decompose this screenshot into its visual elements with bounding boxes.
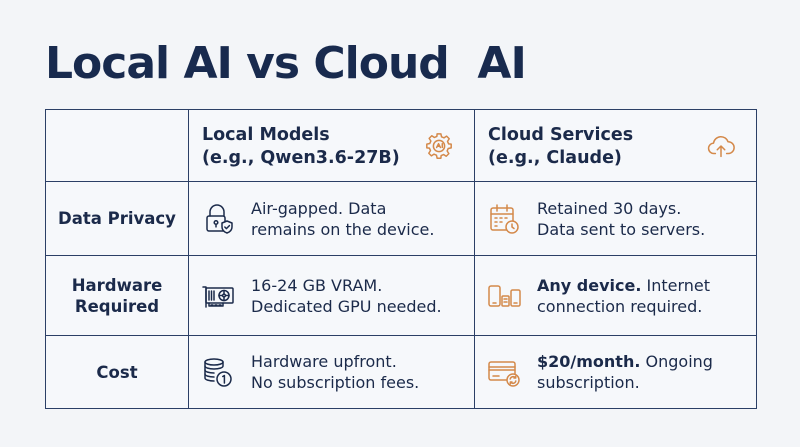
lock-shield-icon <box>206 203 233 234</box>
cloud-header-example: (e.g., Claude) <box>488 148 622 168</box>
local-column-header: Local Models (e.g., Qwen3.6-27B) <box>188 109 475 182</box>
cloud-privacy-line2: Data sent to servers. <box>537 219 706 239</box>
row-label-hardware: Hardware Required <box>45 255 189 336</box>
cloud-upload-icon <box>707 135 735 158</box>
credit-card-sync-icon <box>488 361 520 387</box>
table-header-row: Local Models (e.g., Qwen3.6-27B) Cloud S… <box>45 109 757 182</box>
devices-icon <box>488 284 521 307</box>
local-cost-cell: Hardware upfront. No subscription fees. <box>188 335 475 409</box>
cloud-hardware-cell: Any device. Internet connection required… <box>474 255 757 336</box>
local-cost-line2: No subscription fees. <box>251 373 420 392</box>
local-cost-line1: Hardware upfront. <box>251 352 397 371</box>
cloud-hardware-line1-rest: Internet <box>641 275 711 295</box>
cloud-cost-line1-bold: $20/month. <box>537 352 641 371</box>
table-row: Hardware Required 16-24 GB VRAM. Dedicat… <box>45 255 757 336</box>
cloud-cost-line2: subscription. <box>537 373 640 392</box>
cloud-hardware-line1: Any device. Internet <box>537 275 710 296</box>
local-hardware-cell: 16-24 GB VRAM. Dedicated GPU needed. <box>188 255 475 336</box>
gpu-card-icon <box>202 285 234 308</box>
cloud-column-header: Cloud Services (e.g., Claude) <box>474 109 757 182</box>
cloud-hardware-line1-bold: Any device. <box>537 275 642 295</box>
calendar-clock-icon <box>490 203 519 234</box>
local-privacy-line1: Air-gapped. Data <box>251 198 387 218</box>
row-label-cost: Cost <box>45 335 189 409</box>
comparison-table: Local Models (e.g., Qwen3.6-27B) Cloud S… <box>45 109 757 409</box>
row-label-data-privacy: Data Privacy <box>45 181 189 256</box>
cloud-privacy-line1: Retained 30 days. <box>537 198 682 218</box>
cloud-cost-line1: $20/month. Ongoing <box>537 351 713 372</box>
empty-corner-cell <box>45 109 189 182</box>
page-title: Local AI vs Cloud AI <box>45 38 527 89</box>
local-header-title: Local Models <box>202 125 330 145</box>
local-privacy-cell: Air-gapped. Data remains on the device. <box>188 181 475 256</box>
local-hardware-line1: 16-24 GB VRAM. <box>251 275 383 295</box>
cloud-cost-line1-rest: Ongoing <box>640 352 713 371</box>
cloud-cost-cell: $20/month. Ongoing subscription. <box>474 335 757 409</box>
cloud-header-title: Cloud Services <box>488 125 634 145</box>
local-privacy-line2: remains on the device. <box>251 219 435 239</box>
cloud-hardware-line2: connection required. <box>537 296 703 316</box>
cloud-privacy-cell: Retained 30 days. Data sent to servers. <box>474 181 757 256</box>
local-hardware-line2: Dedicated GPU needed. <box>251 296 442 316</box>
row-label-hardware-line1: Hardware <box>71 275 163 295</box>
table-row: Data Privacy Air-gapped. Data remains on… <box>45 181 757 256</box>
coin-stack-icon <box>204 358 232 387</box>
gear-ai-icon <box>426 133 452 159</box>
local-header-example: (e.g., Qwen3.6-27B) <box>202 148 400 168</box>
row-label-hardware-line2: Required <box>74 296 160 316</box>
table-row: Cost Hardware upfront. No subscription f… <box>45 335 757 409</box>
